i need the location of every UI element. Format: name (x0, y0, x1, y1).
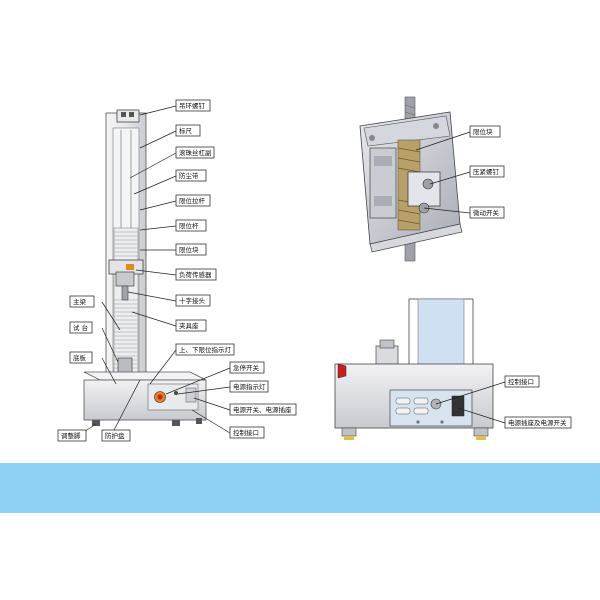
label-box (229, 403, 297, 416)
label-limit-block-2: 限位块 (469, 125, 501, 138)
label-text: 电源开关、电源插座 (233, 405, 292, 414)
blue-banner (0, 463, 600, 513)
label-box (69, 321, 93, 334)
label-trigger-switch: 微动开关 (469, 206, 505, 219)
label-text: 负荷传感器 (179, 270, 212, 279)
label-text: 限位杆 (179, 221, 199, 230)
ball-screw-bellows (113, 227, 139, 377)
sensor-tag (126, 264, 134, 270)
label-text: 滚珠丝杠副 (179, 148, 212, 157)
label-load-sensor: 负荷传感器 (175, 268, 217, 281)
label-box (175, 169, 207, 182)
label-text: 急停开关 (233, 363, 260, 372)
rear-stop-knob (337, 363, 347, 379)
label-box (504, 375, 540, 388)
load-sensor-block (115, 271, 135, 287)
label-ball-screw: 滚珠丝杠副 (175, 146, 215, 159)
label-box (175, 219, 207, 232)
label-box (469, 165, 505, 178)
label-box (175, 146, 215, 159)
label-text: 防护盘 (105, 431, 125, 440)
label-box (175, 343, 235, 356)
label-box (175, 194, 211, 207)
label-text: 电源指示灯 (233, 382, 266, 391)
clamp-cylinder (375, 345, 399, 365)
label-specimen: 试 台 (69, 321, 93, 334)
label-text: 防尘带 (179, 171, 199, 180)
press-screw-head (422, 178, 434, 190)
label-box (69, 351, 93, 364)
label-cross-head: 十字接头 (175, 294, 211, 307)
label-power-switch-socket: 电源开关、电源插座 (229, 403, 297, 416)
label-box (175, 319, 207, 332)
limit-block-detail (359, 96, 463, 262)
label-limit-block: 限位块 (175, 243, 207, 256)
label-box (469, 125, 501, 138)
label-stop-switch: 急停开关 (229, 361, 265, 374)
label-press-screw: 压紧螺钉 (469, 165, 505, 178)
column-top-cap (116, 109, 140, 123)
label-box (175, 99, 211, 112)
label-box (504, 416, 572, 429)
label-limit-indicator: 上、下限位指示灯 (175, 343, 235, 356)
rear-power-socket (451, 395, 465, 417)
label-text: 吊环螺钉 (179, 101, 206, 110)
label-control-port-2: 控制接口 (504, 375, 540, 388)
label-main-beam: 主梁 (69, 295, 95, 308)
label-box (69, 295, 95, 308)
label-text: 电源插座及电源开关 (508, 418, 567, 427)
label-box (57, 429, 87, 442)
label-limit-bar: 限位杆 (175, 219, 207, 232)
label-text: 主梁 (73, 297, 87, 306)
left-machine-labels-right: 吊环螺钉标尺滚珠丝杠副防尘带限位拉杆限位杆限位块负荷传感器十字接头夹具座上、下限… (175, 99, 297, 439)
label-box (469, 206, 505, 219)
label-control-port: 控制接口 (229, 426, 265, 439)
label-ruler: 标尺 (175, 124, 201, 137)
label-text: 微动开关 (473, 208, 500, 217)
label-text: 调整脚 (61, 431, 81, 440)
label-top-screw: 吊环螺钉 (175, 99, 211, 112)
tensile-tester-machine (83, 109, 207, 426)
label-text: 控制接口 (233, 428, 259, 437)
label-text: 限位块 (179, 245, 199, 254)
label-guard-plate: 防护盘 (101, 429, 131, 442)
label-box (229, 380, 269, 393)
label-box (175, 268, 217, 281)
label-power-socket-switch: 电源插座及电源开关 (504, 416, 572, 429)
label-leveling-foot: 调整脚 (57, 429, 87, 442)
leader-lines (83, 105, 506, 434)
leveling-foot-shape (92, 420, 100, 426)
label-text: 限位拉杆 (179, 196, 206, 205)
label-base-plate: 底板 (69, 351, 93, 364)
label-text: 十字接头 (179, 296, 206, 305)
label-box (229, 426, 265, 439)
label-box (229, 361, 265, 374)
label-clamp-seat: 夹具座 (175, 319, 207, 332)
label-text: 上、下限位指示灯 (179, 345, 232, 354)
label-power-indicator: 电源指示灯 (229, 380, 269, 393)
label-box (175, 124, 201, 137)
label-text: 标尺 (179, 126, 193, 135)
label-text: 试 台 (73, 323, 88, 332)
label-text: 控制接口 (508, 377, 534, 386)
limit-block-part (407, 171, 441, 207)
rear-base-detail (334, 298, 494, 440)
label-guard-strip: 防尘带 (175, 169, 207, 182)
label-text: 底板 (73, 353, 87, 362)
label-box (175, 243, 207, 256)
label-box (175, 294, 211, 307)
label-text: 夹具座 (179, 321, 199, 330)
label-box (101, 429, 131, 442)
label-text: 限位块 (473, 127, 493, 136)
label-limit-rod: 限位拉杆 (175, 194, 211, 207)
power-indicator-light (174, 391, 178, 395)
label-text: 压紧螺钉 (473, 167, 500, 176)
machine-base-top (83, 371, 207, 381)
